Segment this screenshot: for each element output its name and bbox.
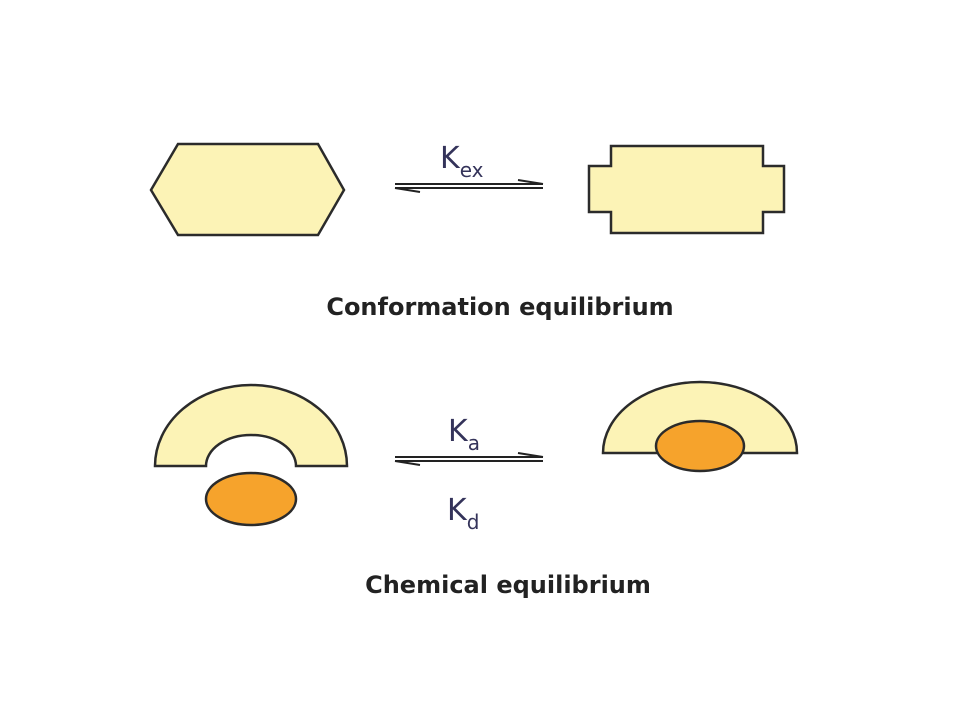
hexagon-conformation-shape (149, 142, 346, 237)
kex-label: Kex (440, 141, 484, 182)
ligand-ellipse (204, 471, 298, 527)
ka-symbol: K (448, 414, 469, 449)
ka-subscript: a (468, 431, 480, 455)
kd-label: Kd (447, 493, 479, 534)
equilibrium-arrows-conformation (394, 179, 544, 193)
chemical-caption: Chemical equilibrium (365, 571, 651, 599)
ka-label: Ka (448, 414, 480, 455)
kd-symbol: K (447, 493, 468, 528)
notched-rectangle-conformation-shape (587, 144, 786, 235)
equilibrium-arrows-chemical (394, 452, 544, 466)
kd-subscript: d (467, 510, 480, 534)
kex-symbol: K (440, 141, 461, 176)
kex-subscript: ex (460, 158, 484, 182)
receptor-arch-shape (153, 383, 349, 468)
conformation-caption: Conformation equilibrium (326, 293, 673, 321)
bound-ligand-ellipse (654, 419, 746, 473)
receptor-complex-shape (601, 380, 799, 455)
